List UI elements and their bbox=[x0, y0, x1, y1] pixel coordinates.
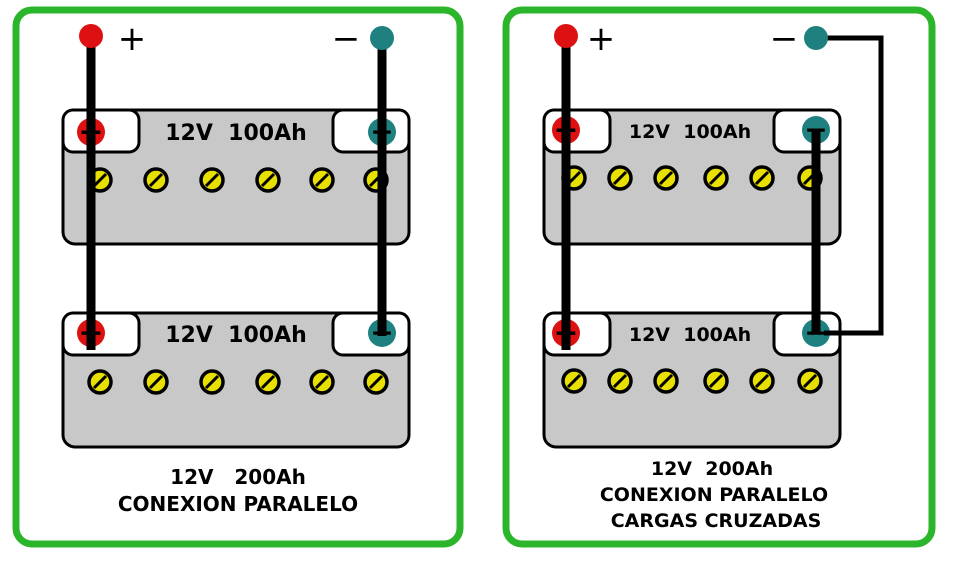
positive-terminal-sign: + bbox=[553, 113, 578, 148]
screw-slot bbox=[368, 374, 384, 390]
screw-row bbox=[561, 368, 823, 394]
battery-body bbox=[61, 108, 411, 246]
screw-slot bbox=[708, 170, 724, 186]
battery-bottom: 12V 100Ah − bbox=[542, 311, 842, 449]
screw-slot bbox=[204, 172, 220, 188]
screw-slot bbox=[612, 170, 628, 186]
output-positive-sign: + bbox=[587, 19, 616, 59]
screw-slot bbox=[314, 374, 330, 390]
output-positive-terminal-icon bbox=[79, 24, 103, 48]
battery-label: 12V 100Ah bbox=[165, 323, 307, 348]
screw-slot bbox=[204, 374, 220, 390]
panel-parallel: 12V 100Ah − 12V 100Ah − + + + − 12V 2 bbox=[12, 6, 464, 548]
screw-slot bbox=[314, 172, 330, 188]
output-positive-terminal-icon bbox=[554, 24, 578, 48]
screw-slot bbox=[260, 172, 276, 188]
screw-slot bbox=[566, 373, 582, 389]
battery-top: 12V 100Ah − bbox=[542, 108, 842, 246]
battery-body bbox=[542, 311, 842, 449]
panel-parallel-crossed: 12V 100Ah − 12V 100Ah − + + + − 12 bbox=[502, 6, 936, 548]
screw-slot bbox=[658, 373, 674, 389]
battery-label: 12V 100Ah bbox=[629, 121, 751, 143]
output-negative-terminal-icon bbox=[370, 26, 394, 50]
caption-line-1: 12V 200Ah bbox=[651, 458, 773, 480]
screw-slot bbox=[92, 374, 108, 390]
battery-top: 12V 100Ah − bbox=[61, 108, 411, 246]
screw-slot bbox=[612, 373, 628, 389]
panel-frame bbox=[12, 6, 464, 548]
screw-slot bbox=[658, 170, 674, 186]
negative-crossed-wire bbox=[816, 35, 884, 336]
screw-slot bbox=[148, 172, 164, 188]
screw-slot bbox=[260, 374, 276, 390]
battery-body bbox=[61, 311, 411, 449]
screw-row bbox=[87, 369, 389, 395]
screw-slot bbox=[802, 373, 818, 389]
output-negative-sign: − bbox=[770, 19, 799, 59]
battery-body bbox=[542, 108, 842, 246]
caption-line-3: CARGAS CRUZADAS bbox=[611, 510, 822, 532]
screw-slot bbox=[708, 373, 724, 389]
positive-terminal-sign: + bbox=[78, 115, 103, 150]
battery-label: 12V 100Ah bbox=[165, 121, 307, 146]
output-negative-terminal-icon bbox=[804, 26, 828, 50]
caption-line-2: CONEXION PARALELO bbox=[600, 484, 828, 506]
output-negative-sign: − bbox=[332, 19, 361, 59]
battery-label: 12V 100Ah bbox=[629, 324, 751, 346]
screw-slot bbox=[92, 172, 108, 188]
screw-slot bbox=[754, 170, 770, 186]
output-positive-sign: + bbox=[118, 19, 147, 59]
positive-terminal-sign: + bbox=[553, 316, 578, 351]
caption-line-2: CONEXION PARALELO bbox=[118, 492, 358, 516]
negative-terminal-sign: − bbox=[804, 113, 827, 146]
battery-bottom: 12V 100Ah − bbox=[61, 311, 411, 449]
screw-slot bbox=[754, 373, 770, 389]
positive-terminal-sign: + bbox=[78, 316, 103, 351]
caption-line-1: 12V 200Ah bbox=[170, 465, 306, 489]
screw-slot bbox=[148, 374, 164, 390]
